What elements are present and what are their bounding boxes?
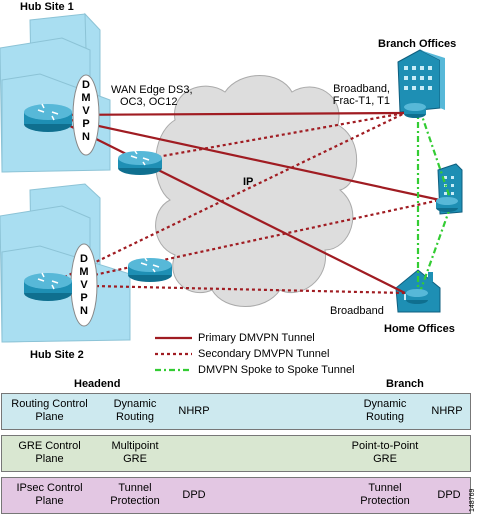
ipsec-plane-label-1: IPsec Control [16, 482, 83, 494]
branch-conn-line1: Broadband, [333, 83, 390, 95]
hub-site-2-building [0, 183, 131, 343]
legend-spoke-text: DMVPN Spoke to Spoke Tunnel [198, 364, 355, 376]
primary-tunnels [47, 111, 441, 294]
ipsec-plane-label-2: Plane [35, 495, 64, 507]
wan-edge-label-line2: OC3, OC12 [120, 96, 178, 108]
branch-conn-line2: Frac-T1, T1 [332, 95, 390, 107]
routing-branch-2: NHRP [431, 405, 463, 417]
ip-cloud-label: IP [243, 176, 254, 188]
legend-primary-text: Primary DMVPN Tunnel [198, 332, 315, 344]
routing-headend-1b: Routing [116, 411, 154, 423]
routing-branch-1b: Routing [366, 411, 404, 423]
ipsec-branch-1b: Protection [360, 495, 410, 507]
router-branch [404, 103, 426, 118]
hub-site-2-label: Hub Site 2 [30, 349, 84, 361]
gre-plane-label-2: Plane [35, 453, 64, 465]
router-home-office [406, 289, 428, 304]
router-hub2-main [24, 272, 72, 301]
routing-plane-label-1: Routing Control [11, 398, 88, 410]
hub-1-dmvpn-oval [72, 74, 100, 156]
gre-headend-1b: GRE [123, 453, 147, 465]
branch-office-building [397, 49, 445, 113]
hub-site-1-label: Hub Site 1 [20, 1, 74, 13]
ip-cloud [155, 75, 358, 307]
gre-plane-label-1: GRE Control [18, 440, 81, 452]
routing-plane-label-2: Plane [35, 411, 64, 423]
ipsec-headend-1b: Protection [110, 495, 160, 507]
gre-headend-1a: Multipoint [111, 440, 159, 452]
ipsec-branch-2: DPD [437, 489, 461, 501]
hub-1-dmvpn-label: DMVPN [81, 79, 91, 143]
ipsec-control-plane-row: IPsec Control Plane Tunnel Protection DP… [1, 477, 471, 514]
gre-control-plane-row: GRE Control Plane Multipoint GRE Point-t… [1, 435, 471, 472]
hub-2-dmvpn-label: DMVPN [79, 253, 89, 317]
routing-branch-1a: Dynamic [363, 398, 407, 410]
legend-secondary-text: Secondary DMVPN Tunnel [198, 348, 330, 360]
home-offices-label: Home Offices [384, 323, 455, 335]
secondary-tunnels [47, 111, 441, 295]
ipsec-headend-1a: Tunnel [118, 482, 152, 494]
routing-headend-1a: Dynamic [113, 398, 157, 410]
branch-offices-label: Branch Offices [378, 38, 457, 50]
headend-header: Headend [74, 378, 121, 390]
routing-control-plane-row: Routing Control Plane Dynamic Routing NH… [1, 393, 471, 430]
router-hub2-secondary [128, 257, 172, 282]
home-conn-label: Broadband [330, 305, 384, 317]
wan-edge-label-line1: WAN Edge DS3, [111, 84, 193, 96]
ipsec-headend-2: DPD [182, 489, 206, 501]
router-hub1-secondary [118, 150, 162, 175]
router-small-office [436, 197, 458, 212]
branch-header: Branch [386, 378, 424, 390]
ipsec-branch-1a: Tunnel [368, 482, 402, 494]
gre-branch-1b: GRE [373, 453, 397, 465]
spoke-to-spoke-tunnels [416, 108, 452, 293]
gre-branch-1a: Point-to-Point [351, 440, 419, 452]
routing-headend-2: NHRP [178, 405, 210, 417]
router-hub1-main [24, 103, 72, 132]
figure-id: 148769 [469, 488, 476, 512]
